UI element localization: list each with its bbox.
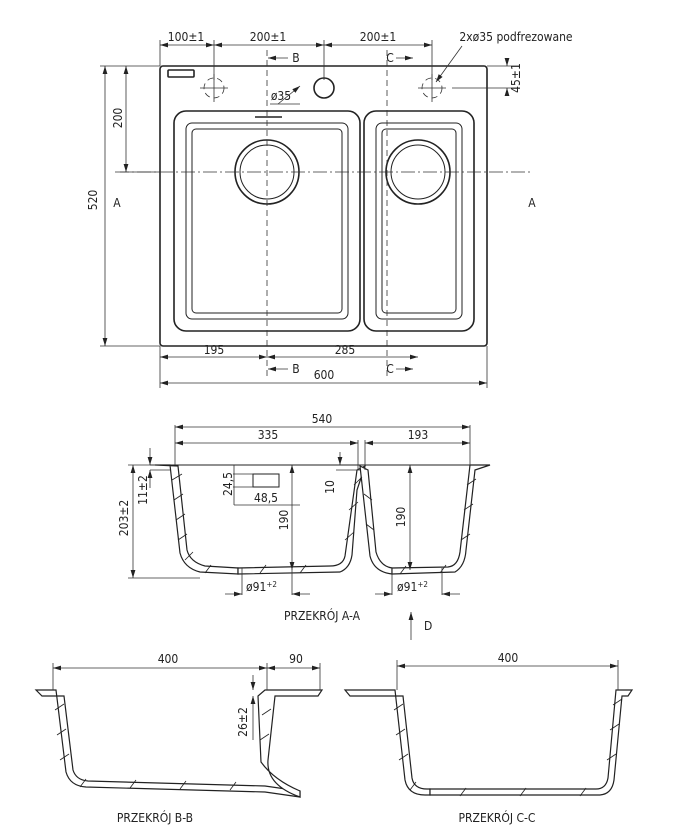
section-c-top: C xyxy=(386,51,394,65)
dim-drain-right: ø91+2 xyxy=(397,580,428,594)
dim-45: 45±1 xyxy=(509,63,523,93)
dim-190-left: 190 xyxy=(277,510,291,531)
overflow-opening xyxy=(252,473,280,488)
dim-200-b: 200±1 xyxy=(360,30,397,44)
dim-540: 540 xyxy=(312,412,333,426)
dim-200-a: 200±1 xyxy=(250,30,287,44)
dim-195: 195 xyxy=(204,343,225,357)
section-b-top: B xyxy=(292,51,299,65)
dim-335: 335 xyxy=(258,428,279,442)
section-b-b-title: PRZEKRÓJ B-B xyxy=(117,810,193,825)
dim-26: 26±2 xyxy=(236,707,250,737)
dim-10: 10 xyxy=(323,480,337,494)
dim-35: ø35 xyxy=(271,89,291,103)
dim-190-right: 190 xyxy=(394,507,408,528)
tap-holes xyxy=(200,74,446,102)
dim-48-5: 48,5 xyxy=(254,491,278,505)
section-c-c: 400 PRZEKRÓJ C-C xyxy=(343,651,634,825)
section-a-left: A xyxy=(113,196,121,210)
dim-100: 100±1 xyxy=(168,30,205,44)
overflow-slot xyxy=(167,69,195,78)
section-c-bottom: C xyxy=(386,362,394,376)
section-a-right: A xyxy=(528,196,536,210)
dim-400-cc: 400 xyxy=(498,651,519,665)
right-bowl xyxy=(363,110,475,332)
dim-11: 11±2 xyxy=(136,475,150,505)
dim-193: 193 xyxy=(408,428,429,442)
top-view: 100±1 200±1 200±1 2xø35 podfrezowane 45±… xyxy=(86,30,573,388)
dim-600: 600 xyxy=(314,368,335,382)
dim-285: 285 xyxy=(335,343,356,357)
dim-520: 520 xyxy=(86,190,100,211)
dim-400-bb: 400 xyxy=(158,652,179,666)
dim-90: 90 xyxy=(289,652,303,666)
section-a-a-title: PRZEKRÓJ A-A xyxy=(284,608,361,623)
sink-outline xyxy=(159,65,488,347)
holes-note: 2xø35 podfrezowane xyxy=(459,30,573,44)
section-b-b: 400 90 26±2 PRZEKRÓJ B-B xyxy=(34,652,324,825)
section-b-bottom: B xyxy=(292,362,299,376)
dim-drain-left: ø91+2 xyxy=(246,580,277,594)
view-d-mark: D xyxy=(424,619,432,633)
dim-200-vertical: 200 xyxy=(111,108,125,129)
section-c-c-title: PRZEKRÓJ C-C xyxy=(459,810,536,825)
dim-24-5: 24,5 xyxy=(221,472,235,496)
section-a-a: 540 335 193 11±2 203±2 24,5 48,5 190 10 … xyxy=(117,412,491,640)
dim-203: 203±2 xyxy=(117,500,131,537)
